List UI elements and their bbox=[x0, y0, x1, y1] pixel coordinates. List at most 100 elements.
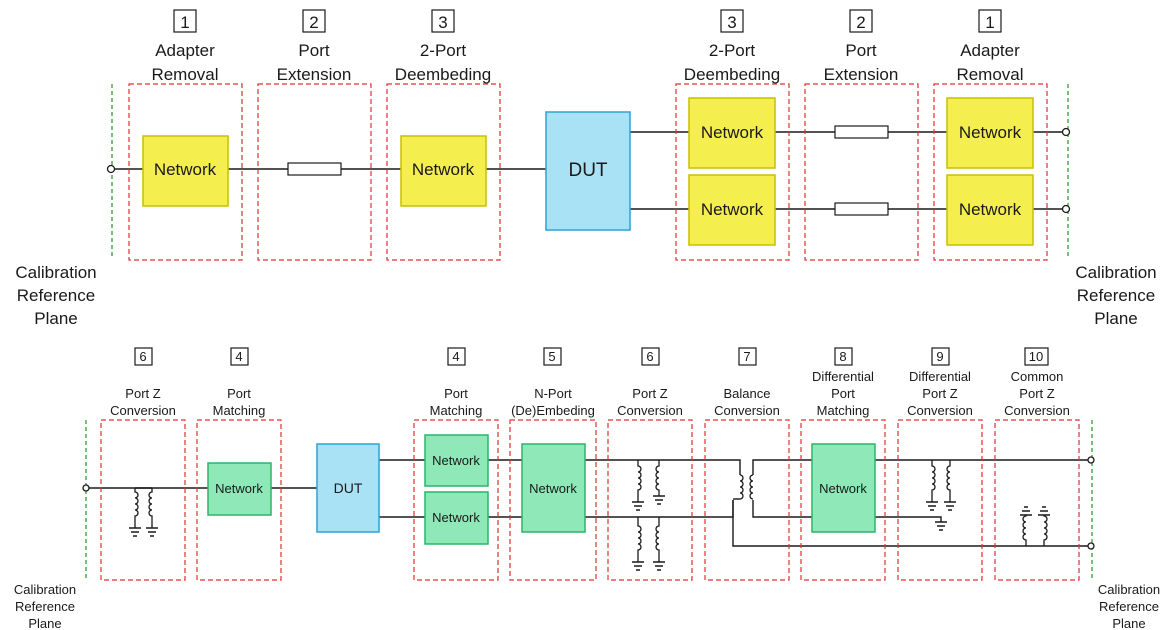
number-box bbox=[134, 347, 153, 366]
calibration-label-line: Calibration bbox=[15, 263, 96, 282]
group-number: 7 bbox=[743, 349, 750, 364]
group-number: 1 bbox=[985, 13, 994, 32]
resistor-icon bbox=[834, 125, 889, 139]
network-block bbox=[521, 443, 586, 533]
group-number: 6 bbox=[139, 349, 146, 364]
number-box bbox=[431, 9, 455, 33]
group-frame bbox=[386, 83, 501, 261]
group-frame bbox=[704, 419, 790, 581]
group-title-line: Port bbox=[831, 386, 855, 401]
group-number: 1 bbox=[180, 13, 189, 32]
transformer-icon bbox=[632, 517, 665, 571]
diff-top-wire bbox=[752, 459, 812, 475]
group-frame bbox=[257, 83, 372, 261]
number-box bbox=[1024, 347, 1049, 366]
calibration-label-line: Plane bbox=[28, 616, 61, 630]
group-number: 3 bbox=[438, 13, 447, 32]
diff-bottom-wire bbox=[752, 500, 812, 518]
group-frame bbox=[196, 419, 282, 581]
group-title-line: Common bbox=[1011, 369, 1064, 384]
calibration-label-line: Reference bbox=[1099, 599, 1159, 614]
network-block bbox=[424, 491, 489, 545]
group-title-line: Port bbox=[227, 386, 251, 401]
group-title-line: Port bbox=[845, 41, 876, 60]
group-title-line: Port bbox=[444, 386, 468, 401]
group-title-line: Differential bbox=[909, 369, 971, 384]
network-label: Network bbox=[215, 481, 263, 496]
group-frame bbox=[413, 419, 499, 581]
group-frame bbox=[933, 83, 1048, 261]
group-number: 8 bbox=[839, 349, 846, 364]
network-block bbox=[946, 97, 1034, 169]
group-frame bbox=[675, 83, 790, 261]
network-label: Network bbox=[701, 123, 764, 142]
terminal-bottom-right-1 bbox=[1087, 456, 1095, 464]
group-title-line: Conversion bbox=[714, 403, 780, 418]
group-number: 2 bbox=[309, 13, 318, 32]
group-number: 2 bbox=[856, 13, 865, 32]
group-title-line: Removal bbox=[151, 65, 218, 84]
group-title-line: Port Z bbox=[125, 386, 160, 401]
number-box bbox=[230, 347, 249, 366]
group-frame bbox=[607, 419, 693, 581]
network-block bbox=[400, 135, 487, 207]
network-label: Network bbox=[959, 200, 1022, 219]
group-title-line: Differential bbox=[812, 369, 874, 384]
network-label: Network bbox=[154, 160, 217, 179]
group-frame bbox=[800, 419, 886, 581]
group-number: 3 bbox=[727, 13, 736, 32]
bottom-row: 6 4 4 5 6 7 8 9 10 Port Z Conversion Por… bbox=[14, 347, 1160, 630]
network-block bbox=[688, 97, 776, 169]
group-frame bbox=[128, 83, 243, 261]
top-row: 1 2 3 3 2 1 Adapter Removal Port Extensi… bbox=[15, 9, 1157, 328]
diff-out-bottom bbox=[875, 516, 942, 522]
group-number: 5 bbox=[548, 349, 555, 364]
group-frame bbox=[897, 419, 983, 581]
calibration-label-line: Plane bbox=[1112, 616, 1145, 630]
group-frame bbox=[100, 419, 186, 581]
network-label: Network bbox=[529, 481, 577, 496]
group-title-line: Removal bbox=[956, 65, 1023, 84]
balun-bottom-wire bbox=[660, 500, 734, 518]
calibration-label-line: Calibration bbox=[14, 582, 76, 597]
calibration-label-line: Calibration bbox=[1098, 582, 1160, 597]
group-title-line: 2-Port bbox=[709, 41, 756, 60]
group-title-line: Conversion bbox=[907, 403, 973, 418]
group-title-line: Adapter bbox=[960, 41, 1020, 60]
group-title-line: Conversion bbox=[110, 403, 176, 418]
number-box bbox=[720, 9, 744, 33]
network-label: Network bbox=[701, 200, 764, 219]
number-box bbox=[931, 347, 950, 366]
group-title-line: Deembeding bbox=[684, 65, 780, 84]
group-number: 9 bbox=[936, 349, 943, 364]
network-block bbox=[424, 434, 489, 487]
number-box bbox=[738, 347, 757, 366]
calibration-label-line: Reference bbox=[17, 286, 95, 305]
number-box bbox=[302, 9, 326, 33]
group-title-line: (De)Embeding bbox=[511, 403, 595, 418]
dut-block bbox=[545, 111, 631, 231]
calibration-label-line: Plane bbox=[1094, 309, 1137, 328]
network-label: Network bbox=[412, 160, 475, 179]
number-box bbox=[641, 347, 660, 366]
group-title-line: Port Z bbox=[922, 386, 957, 401]
group-title-line: Deembeding bbox=[395, 65, 491, 84]
group-frame bbox=[994, 419, 1080, 581]
transformer-icon bbox=[129, 487, 158, 537]
group-number: 10 bbox=[1029, 349, 1043, 364]
group-title-line: N-Port bbox=[534, 386, 572, 401]
transformer-icon bbox=[733, 474, 754, 500]
group-title-line: Extension bbox=[277, 65, 352, 84]
number-box bbox=[849, 9, 873, 33]
group-number: 4 bbox=[235, 349, 242, 364]
transformer-icon bbox=[1020, 506, 1050, 546]
group-number: 6 bbox=[646, 349, 653, 364]
group-title-line: Conversion bbox=[1004, 403, 1070, 418]
calibration-label-line: Calibration bbox=[1075, 263, 1156, 282]
group-title-line: Extension bbox=[824, 65, 899, 84]
group-title-line: Balance bbox=[724, 386, 771, 401]
group-title-line: Port Z bbox=[632, 386, 667, 401]
network-label: Network bbox=[432, 510, 480, 525]
network-label: Network bbox=[959, 123, 1022, 142]
